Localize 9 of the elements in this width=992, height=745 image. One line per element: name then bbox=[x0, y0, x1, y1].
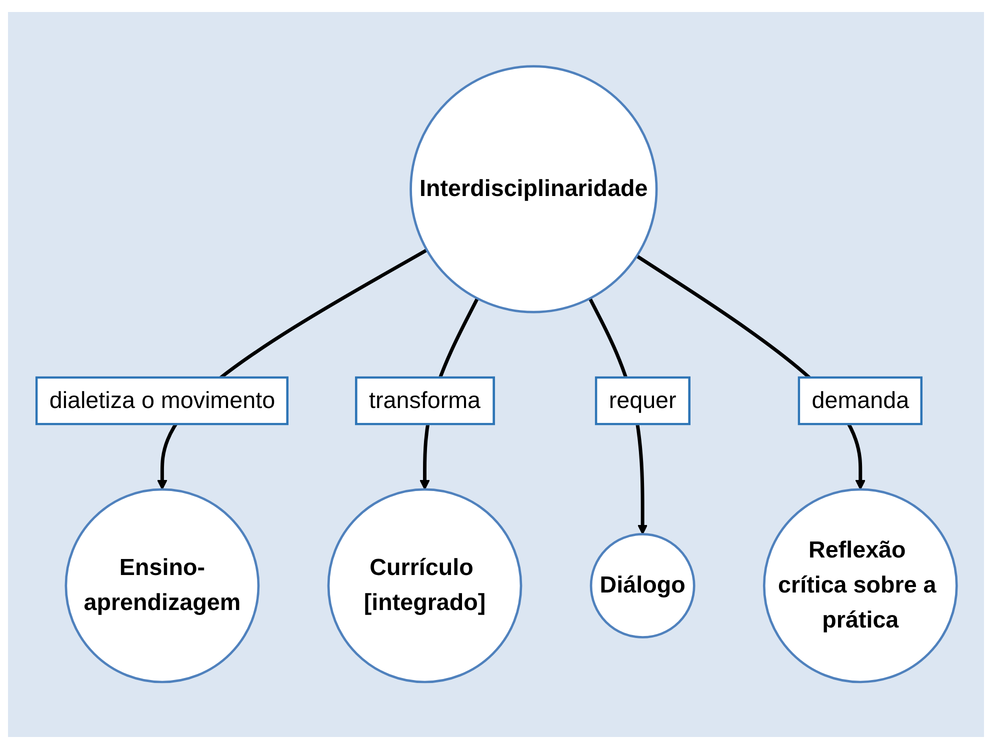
edge-label: demanda bbox=[812, 388, 910, 414]
node-circle: Interdisciplinaridade bbox=[410, 66, 658, 314]
edge-label: requer bbox=[608, 388, 676, 414]
node-circle: Reflexão crítica sobre a prática bbox=[762, 488, 958, 684]
node-circle: Diálogo bbox=[590, 533, 696, 639]
node-circle: Ensino-aprendizagem bbox=[64, 488, 260, 684]
edge-label: transforma bbox=[368, 388, 481, 414]
node-circle: Currículo [integrado] bbox=[327, 488, 522, 684]
edge-label: dialetiza o movimento bbox=[49, 388, 276, 414]
